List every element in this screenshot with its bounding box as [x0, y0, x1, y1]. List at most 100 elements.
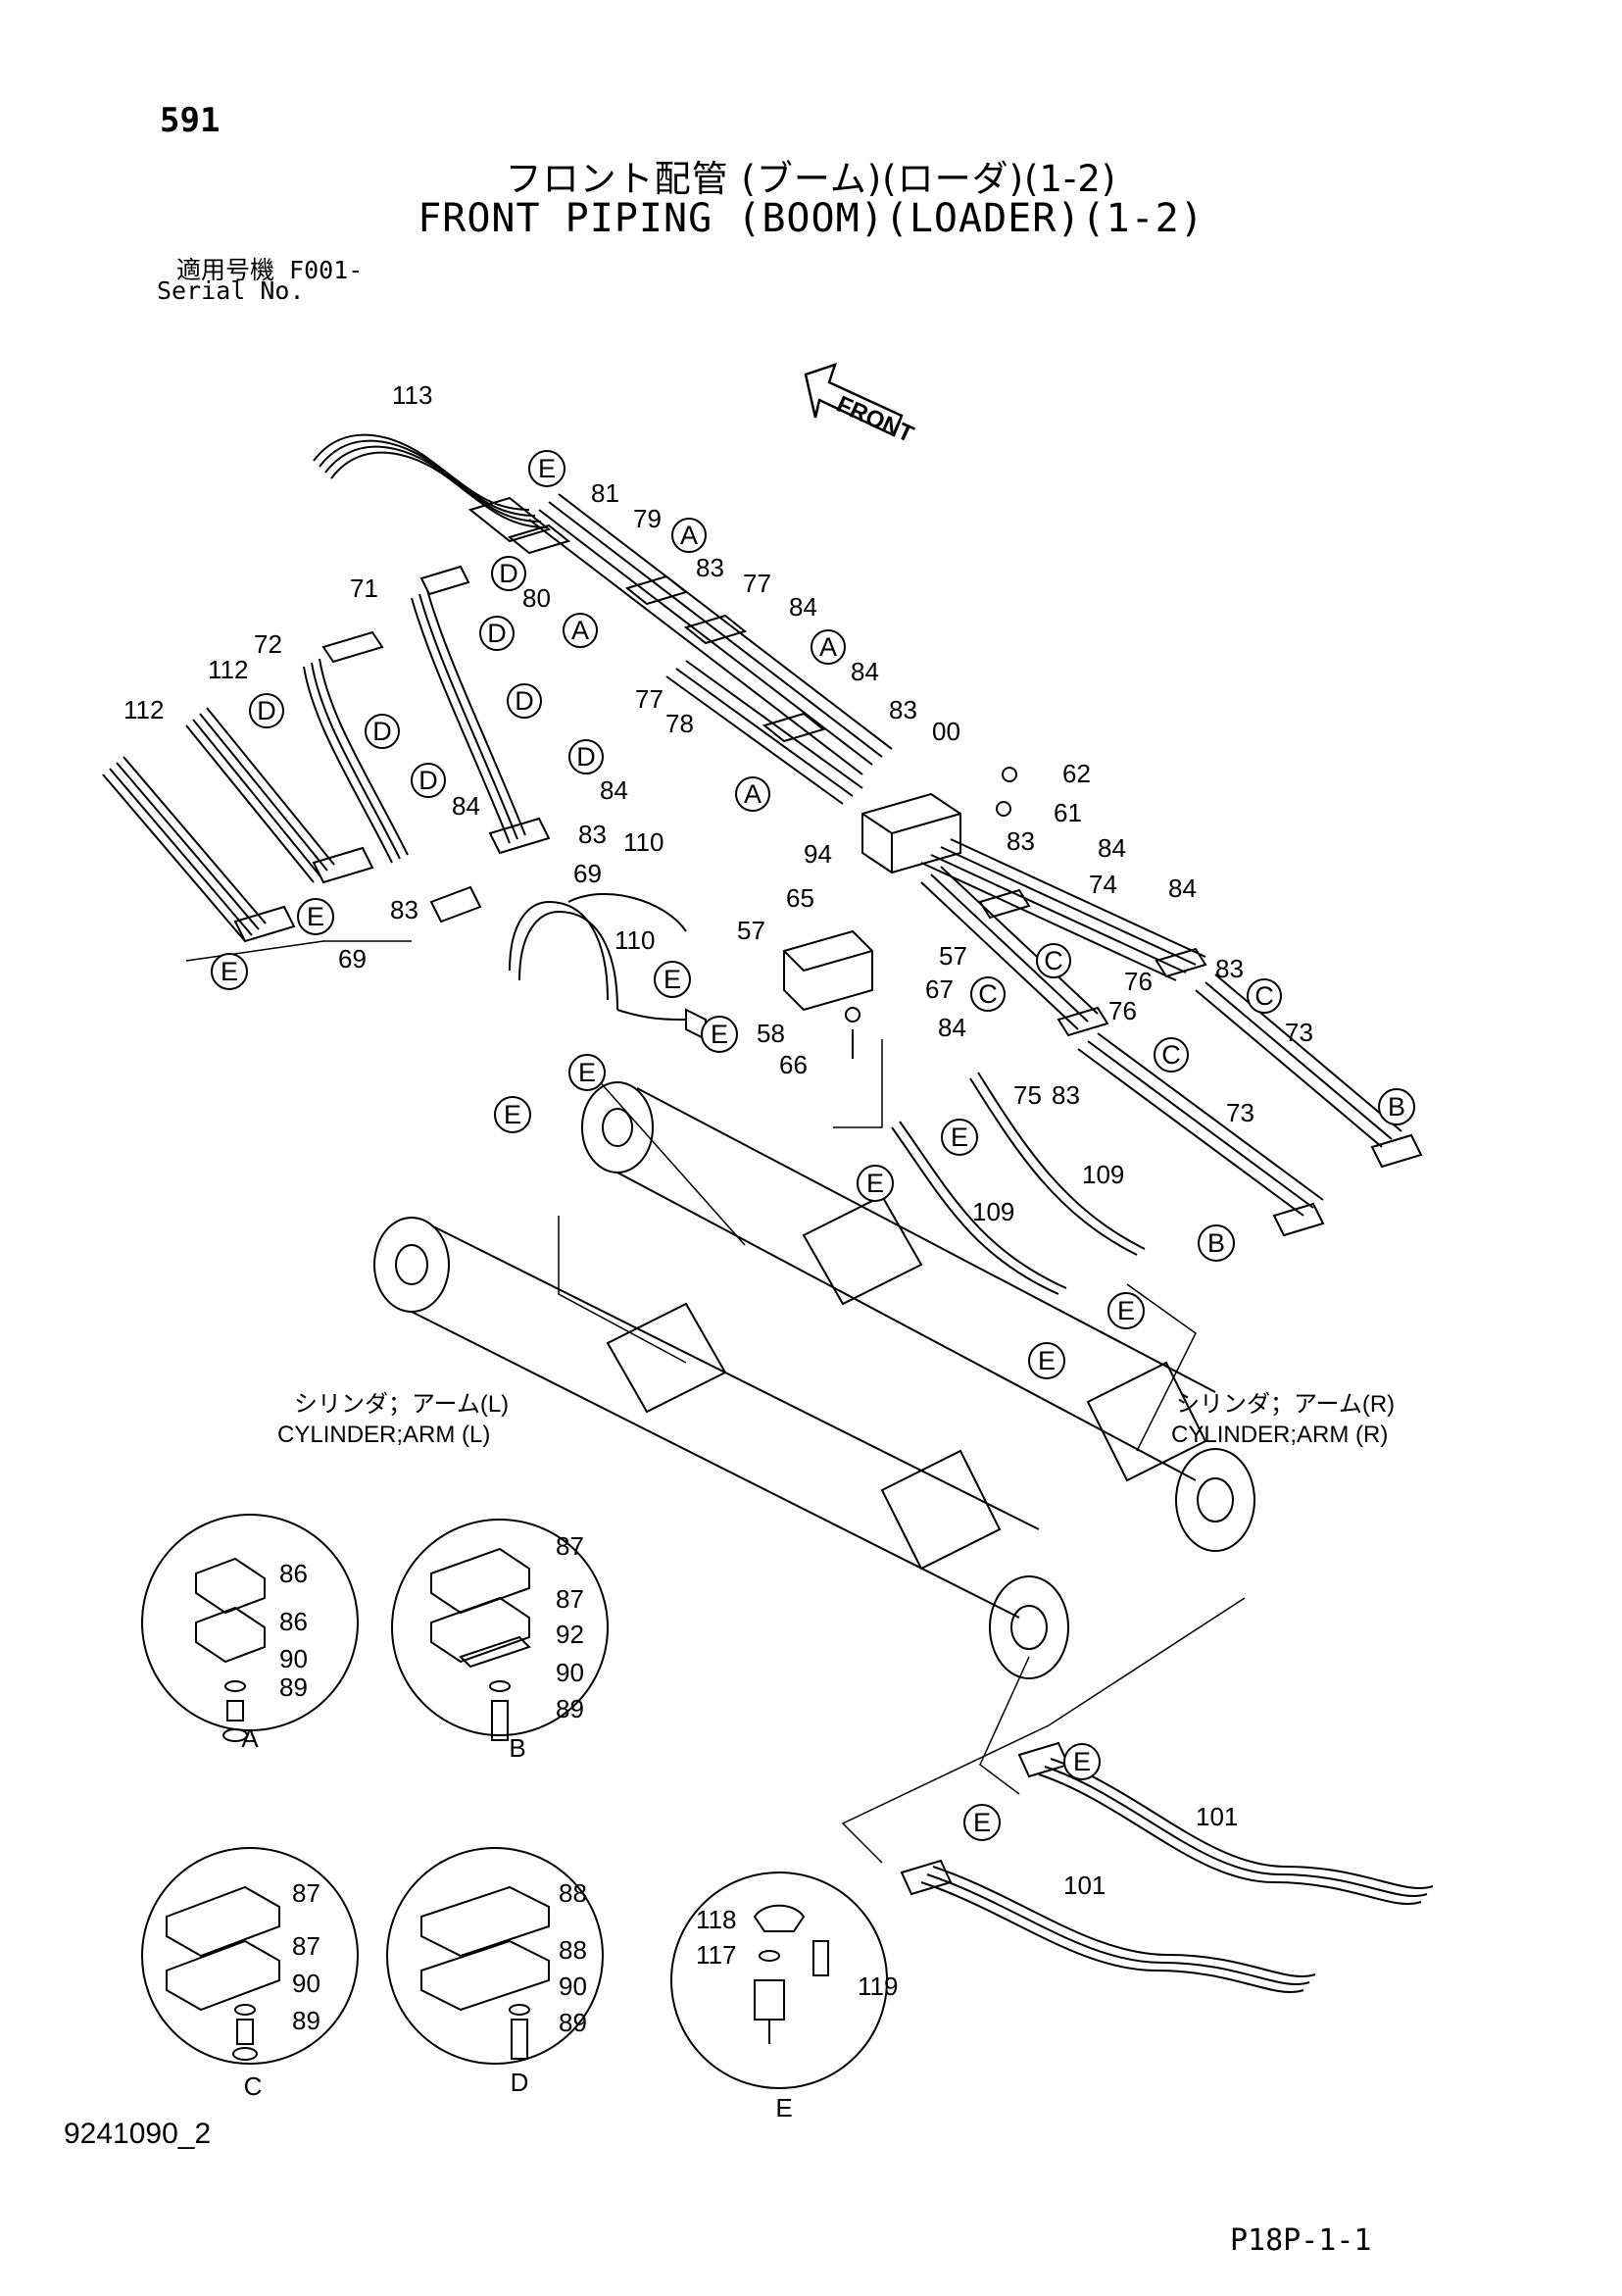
callout-d: D	[507, 683, 542, 719]
part-label-87: 87	[556, 1531, 584, 1561]
detail-e-parts	[753, 1904, 829, 2044]
svg-text:A: A	[744, 779, 762, 809]
part-label-58: 58	[757, 1019, 785, 1048]
hoses-110	[509, 893, 707, 1041]
callout-d: D	[365, 714, 400, 749]
part-label-88: 88	[559, 1878, 587, 1908]
part-label-113: 113	[392, 380, 432, 410]
callout-a: A	[735, 776, 770, 812]
part-label-89: 89	[279, 1672, 308, 1702]
svg-text:E: E	[221, 957, 238, 986]
callout-e: E	[963, 1804, 1001, 1841]
part-label-73: 73	[1226, 1098, 1254, 1127]
callout-e: E	[701, 1016, 738, 1053]
part-label-80: 80	[522, 583, 551, 613]
part-label-83: 83	[1007, 826, 1035, 856]
leader-lines	[185, 940, 1246, 1864]
svg-text:D: D	[372, 717, 392, 746]
front-arrow	[804, 363, 904, 437]
pipes-73	[1077, 973, 1423, 1237]
part-label-92: 92	[556, 1620, 584, 1649]
svg-text:E: E	[711, 1020, 728, 1049]
detail-circle-labels: A B C D E	[241, 1723, 792, 2122]
svg-text:B: B	[1207, 1228, 1225, 1258]
callout-d: D	[411, 763, 446, 798]
part-label-77: 77	[743, 569, 771, 598]
detail-label-c: C	[244, 2071, 263, 2101]
part-label-71: 71	[350, 574, 378, 603]
pipe-bundle-upper	[507, 493, 893, 805]
cylinder-left-label-jp: シリンダ；アーム(L)	[294, 1391, 509, 1418]
part-label-90: 90	[559, 1972, 587, 2001]
cylinder-labels: シリンダ；アーム(L) CYLINDER;ARM (L) シリンダ；アーム(R)…	[277, 1391, 1395, 1448]
svg-text:D: D	[257, 696, 276, 725]
svg-text:E: E	[1117, 1296, 1135, 1325]
part-number-labels: 113 81 79 83 77 84 71 80 72 84 112 77 11…	[123, 380, 1313, 2037]
part-label-87: 87	[292, 1931, 320, 1961]
part-label-76: 76	[1108, 996, 1137, 1025]
callout-a: A	[563, 613, 598, 648]
part-label-86: 86	[279, 1559, 308, 1588]
svg-text:B: B	[1388, 1092, 1405, 1122]
part-label-83: 83	[390, 895, 418, 924]
page-number: 591	[160, 101, 221, 140]
detail-label-b: B	[509, 1733, 525, 1763]
callout-e: E	[1107, 1292, 1145, 1329]
hoses-109	[891, 1072, 1146, 1295]
part-label-101: 101	[1063, 1871, 1106, 1900]
part-label-73: 73	[1285, 1018, 1313, 1047]
callout-e: E	[494, 1096, 531, 1133]
part-label-83: 83	[1052, 1080, 1080, 1110]
detail-c-parts	[166, 1885, 280, 2061]
svg-text:D: D	[487, 619, 507, 648]
part-label-119: 119	[858, 1972, 898, 2001]
callout-e: E	[297, 898, 334, 935]
part-label-69: 69	[573, 859, 602, 888]
callout-e: E	[654, 961, 691, 998]
callout-c: C	[970, 976, 1006, 1012]
part-label-112: 112	[208, 655, 248, 684]
part-label-87: 87	[556, 1584, 584, 1614]
part-label-112: 112	[123, 695, 164, 724]
part-label-110: 110	[614, 925, 655, 955]
callout-b: B	[1378, 1088, 1415, 1125]
part-label-00: 00	[932, 717, 960, 746]
svg-text:A: A	[680, 521, 698, 550]
part-label-118: 118	[696, 1905, 736, 1934]
svg-text:D: D	[576, 742, 596, 772]
part-label-61: 61	[1054, 798, 1082, 827]
part-label-69: 69	[338, 944, 367, 973]
svg-text:C: C	[1044, 946, 1063, 975]
svg-text:D: D	[515, 686, 534, 716]
detail-circles	[141, 1514, 888, 2089]
serial-label-japanese: 適用号機 F001-	[176, 256, 364, 284]
part-label-57: 57	[737, 916, 765, 945]
part-label-84: 84	[600, 775, 628, 805]
callout-c: C	[1036, 943, 1071, 978]
part-label-78: 78	[665, 709, 694, 738]
part-label-90: 90	[279, 1644, 308, 1673]
part-label-117: 117	[696, 1940, 736, 1970]
part-label-62: 62	[1062, 759, 1091, 788]
part-label-81: 81	[591, 478, 619, 508]
hoses-112	[102, 707, 374, 943]
title-english: FRONT PIPING (BOOM)(LOADER)(1-2)	[418, 196, 1204, 241]
part-label-109: 109	[972, 1197, 1014, 1226]
callout-d: D	[249, 693, 284, 728]
part-label-65: 65	[786, 883, 814, 913]
callout-a: A	[811, 629, 846, 665]
serial-label-english: Serial No.	[157, 276, 305, 305]
part-label-74: 74	[1089, 870, 1117, 899]
detail-a-parts	[195, 1557, 266, 1742]
callout-e: E	[941, 1119, 978, 1156]
callout-a: A	[671, 518, 707, 553]
cylinder-right-label-en: CYLINDER;ARM (R)	[1171, 1422, 1388, 1448]
svg-text:D: D	[418, 766, 438, 795]
part-label-89: 89	[559, 2008, 587, 2037]
part-label-84: 84	[851, 657, 879, 686]
part-label-84: 84	[1098, 833, 1126, 863]
svg-text:C: C	[1254, 981, 1274, 1011]
detail-b-parts	[430, 1547, 531, 1741]
part-label-79: 79	[633, 504, 662, 533]
